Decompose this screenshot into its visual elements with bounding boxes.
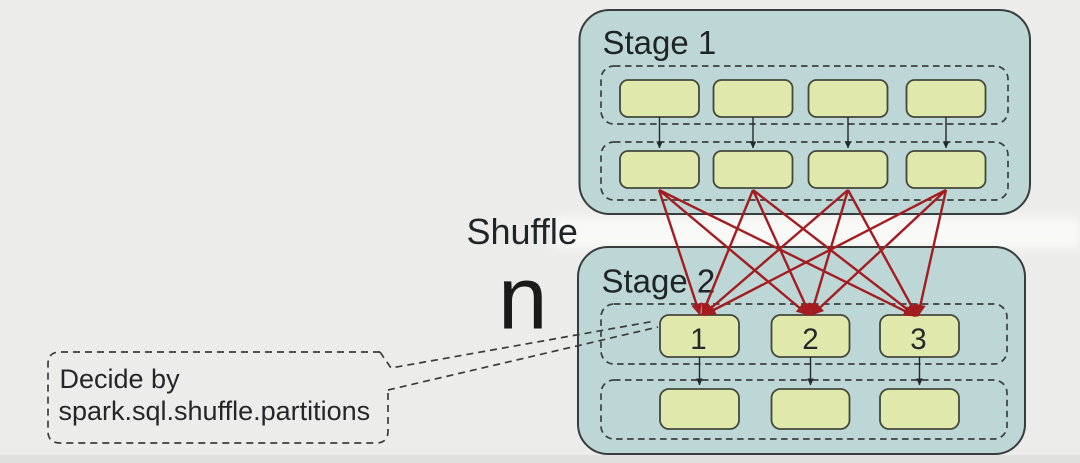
svg-text:Shuffle: Shuffle — [467, 211, 578, 252]
svg-text:Stage 1: Stage 1 — [603, 24, 717, 61]
svg-text:Stage 2: Stage 2 — [602, 263, 716, 300]
svg-text:1: 1 — [690, 323, 706, 356]
svg-text:3: 3 — [910, 323, 926, 356]
svg-text:Decide by: Decide by — [60, 364, 181, 394]
svg-text:n: n — [498, 248, 548, 348]
svg-text:spark.sql.shuffle.partitions: spark.sql.shuffle.partitions — [59, 396, 371, 426]
svg-text:2: 2 — [802, 323, 818, 356]
